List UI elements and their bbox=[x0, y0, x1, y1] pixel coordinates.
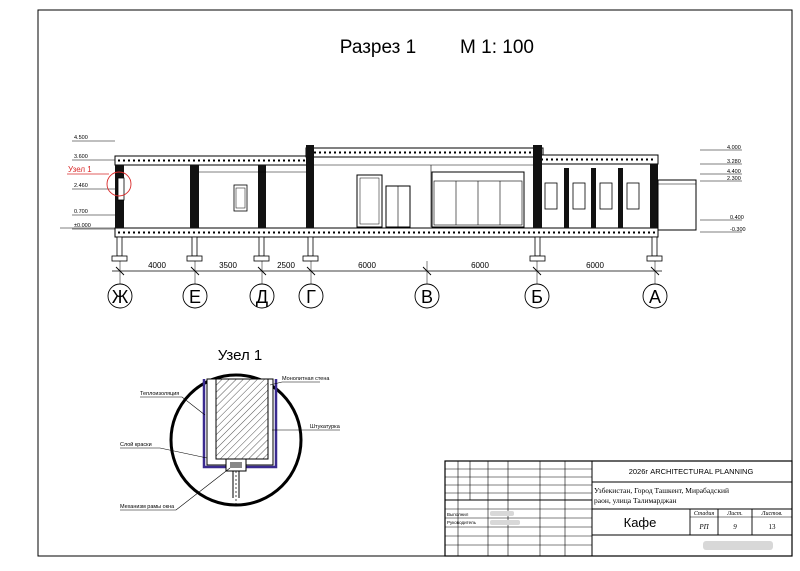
label-window-frame: Механизм рамы окна bbox=[120, 504, 175, 510]
tb-sheet: 9 bbox=[733, 523, 737, 531]
wall-e bbox=[190, 165, 199, 228]
dim-3: 2500 bbox=[277, 261, 295, 270]
monolithic-wall-hatch bbox=[215, 378, 269, 460]
tb-role-made: Выполнил bbox=[447, 512, 469, 517]
level-left-4: 0.700 bbox=[74, 209, 88, 215]
dim-5: 6000 bbox=[471, 261, 489, 270]
tb-header-sheets: Листов. bbox=[760, 511, 782, 517]
section-title: Разрез 1 bbox=[340, 37, 416, 58]
detail-leaders bbox=[120, 381, 340, 511]
level-right-2: 3.280 bbox=[727, 159, 741, 165]
node-callout-label: Узел 1 bbox=[68, 165, 92, 174]
tb-stage: РП bbox=[698, 523, 709, 531]
dim-4: 6000 bbox=[358, 261, 376, 270]
axis-v: В bbox=[421, 287, 433, 307]
dimension-chain: 4000 3500 2500 6000 6000 6000 bbox=[112, 261, 662, 281]
tb-header-sheet: Лист. bbox=[726, 511, 743, 517]
level-right-5: 0.400 bbox=[730, 215, 744, 221]
annex bbox=[657, 179, 697, 231]
dim-2: 3500 bbox=[219, 261, 237, 270]
axis-g: Г bbox=[306, 287, 316, 307]
level-left-1: 4.500 bbox=[74, 135, 88, 141]
hall-opening bbox=[356, 174, 383, 228]
dim-1: 4000 bbox=[148, 261, 166, 270]
axis-e: Е bbox=[189, 287, 201, 307]
axis-markers: Ж Е Д Г В Б А bbox=[107, 281, 668, 309]
level-left-3: 2.460 bbox=[74, 183, 88, 189]
door-1 bbox=[233, 184, 248, 212]
level-right-3: 4.400 bbox=[727, 169, 741, 175]
wall-d bbox=[258, 165, 266, 228]
floor-slab bbox=[114, 227, 659, 238]
label-monolithic-wall: Монолитная стена bbox=[282, 376, 330, 382]
tb-role-head: Руководитель bbox=[447, 520, 477, 525]
redacted-names bbox=[490, 511, 773, 550]
tb-address-2: раон, улица Талимарджан bbox=[594, 496, 677, 505]
detail-title: Узел 1 bbox=[218, 347, 263, 364]
level-left-2: 3.600 bbox=[74, 154, 88, 160]
detail-node-1 bbox=[169, 373, 303, 507]
tb-address-1: Узбекистан, Город Ташкент, Мирабадский bbox=[594, 486, 729, 495]
wall-a bbox=[650, 164, 658, 228]
node-callout: Узел 1 bbox=[67, 165, 132, 197]
building-section bbox=[60, 145, 697, 262]
label-plaster: Штукатурка bbox=[310, 424, 341, 430]
level-right-6: -0.300 bbox=[730, 227, 746, 233]
tb-project-name: Кафе bbox=[624, 515, 657, 530]
axis-b: Б bbox=[531, 287, 543, 307]
footings bbox=[111, 236, 663, 262]
wall-g bbox=[306, 145, 314, 228]
label-paint-layer: Слой краски bbox=[120, 441, 152, 448]
dim-6: 6000 bbox=[586, 261, 604, 270]
axis-d: Д bbox=[256, 287, 268, 307]
section-scale: М 1: 100 bbox=[460, 37, 534, 58]
tb-sheets: 13 bbox=[769, 523, 777, 531]
tb-header-stage: Стадия bbox=[694, 510, 715, 517]
axis-zh: Ж bbox=[112, 287, 129, 307]
sheet-frame bbox=[37, 9, 793, 557]
title-block bbox=[444, 460, 793, 557]
wall-b bbox=[533, 145, 542, 228]
level-right-1: 4.000 bbox=[727, 145, 741, 151]
axis-a: А bbox=[649, 287, 661, 307]
label-insulation: Теплоизоляция bbox=[140, 391, 179, 397]
levels-right: 4.000 3.280 4.400 2.300 0.400 -0.300 bbox=[700, 145, 746, 233]
level-left-5: ±0.000 bbox=[74, 223, 91, 229]
tb-year-company: 2026г ARCHITECTURAL PLANNING bbox=[629, 467, 754, 476]
level-right-4: 2.300 bbox=[727, 176, 741, 182]
levels-left: 4.500 3.600 2.460 0.700 ±0.000 bbox=[72, 135, 115, 230]
